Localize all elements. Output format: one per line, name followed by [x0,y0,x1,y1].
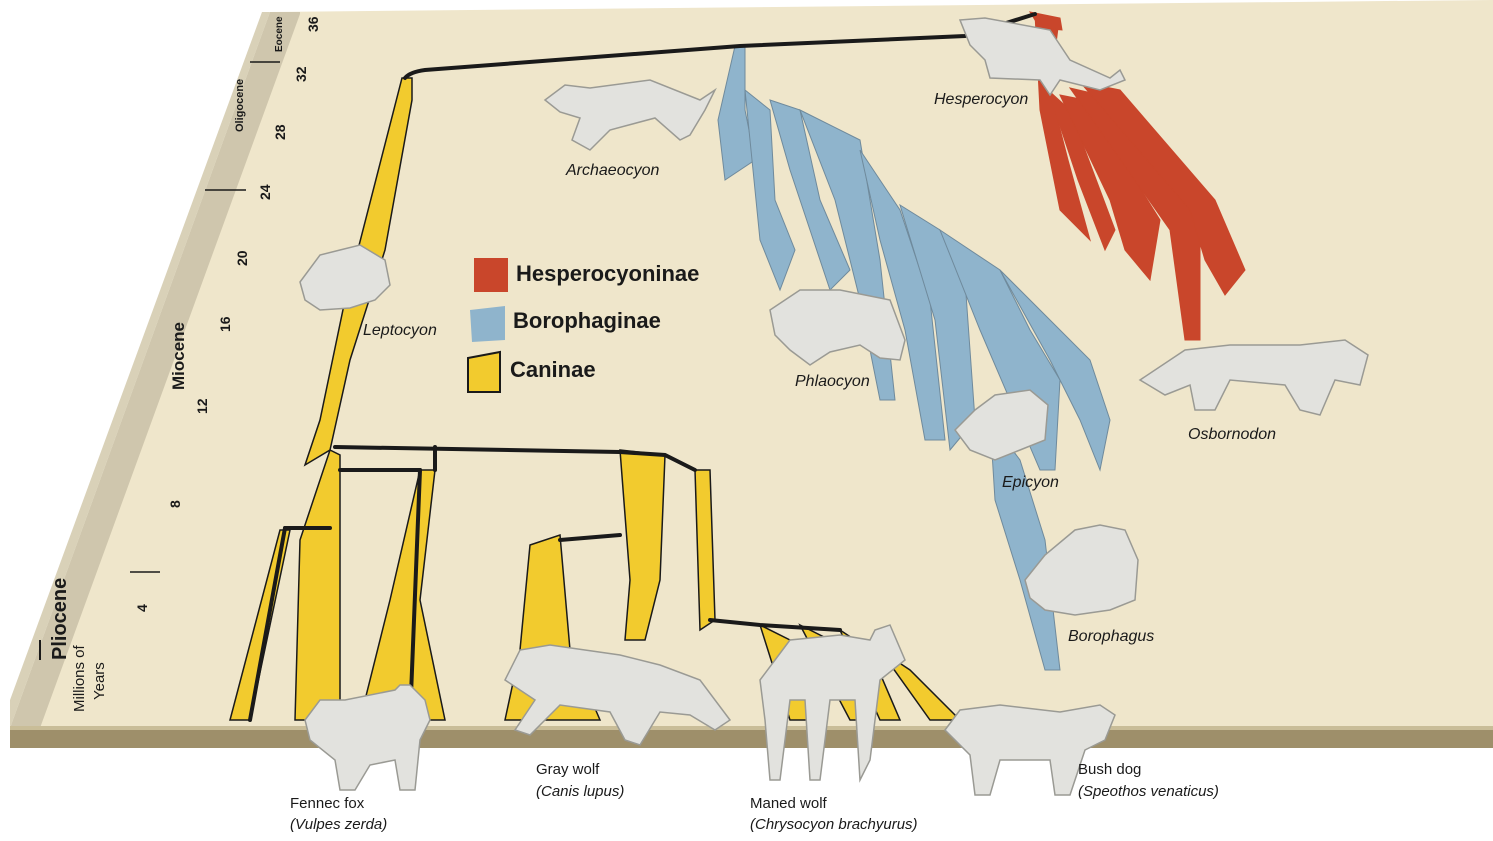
axis-title-line1: Millions of [71,644,88,712]
species-manedwolf-scientific: (Chrysocyon brachyurus) [750,816,918,833]
taxon-epicyon: Epicyon [1002,474,1059,491]
tick-32: 32 [293,66,309,82]
fennec-fox-animal-icon [305,685,430,790]
tick-12: 12 [194,398,210,414]
species-bushdog-scientific: (Speothos venaticus) [1078,783,1219,800]
species-fennec-scientific: (Vulpes zerda) [290,816,387,833]
legend-label-caninae: Caninae [510,357,596,382]
epoch-pliocene: Pliocene [49,578,71,660]
tick-20: 20 [234,250,250,266]
base-strip [10,728,1493,748]
epoch-eocene: Eocene [274,16,285,52]
taxon-borophagus: Borophagus [1068,628,1154,645]
legend-label-borophaginae: Borophaginae [513,308,661,333]
species-graywolf-scientific: (Canis lupus) [536,783,624,800]
species-labels: Fennec fox (Vulpes zerda) Gray wolf (Can… [290,761,1219,833]
epoch-oligocene: Oligocene [234,79,246,132]
axis-title-line2: Years [91,662,108,700]
epoch-miocene: Miocene [169,322,188,390]
taxon-leptocyon: Leptocyon [363,322,437,339]
tick-8: 8 [167,500,183,508]
tick-4: 4 [134,604,150,612]
species-graywolf-common: Gray wolf [536,761,600,778]
bush-dog-animal-icon [945,705,1115,795]
taxon-archaeocyon: Archaeocyon [565,162,659,179]
legend-swatch-borophaginae [470,306,505,342]
base-strip-top [10,726,1493,730]
tick-36: 36 [305,16,321,32]
taxon-phlaocyon: Phlaocyon [795,373,870,390]
legend-swatch-hesperocyoninae [474,258,508,292]
species-manedwolf-common: Maned wolf [750,795,828,812]
taxon-osbornodon: Osbornodon [1188,426,1276,443]
legend-label-hesperocyoninae: Hesperocyoninae [516,261,699,286]
tick-16: 16 [217,316,233,332]
species-bushdog-common: Bush dog [1078,761,1141,778]
taxon-hesperocyon: Hesperocyon [934,91,1028,108]
legend-swatch-caninae [468,352,500,392]
tick-28: 28 [272,124,288,140]
species-fennec-common: Fennec fox [290,795,365,812]
tick-24: 24 [257,184,273,200]
